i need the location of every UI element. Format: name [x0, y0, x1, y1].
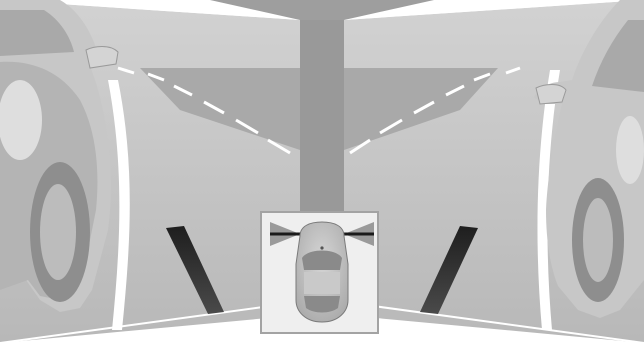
- vehicle-inset-panel: [261, 212, 378, 333]
- vehicle-topview-icon: [296, 222, 348, 322]
